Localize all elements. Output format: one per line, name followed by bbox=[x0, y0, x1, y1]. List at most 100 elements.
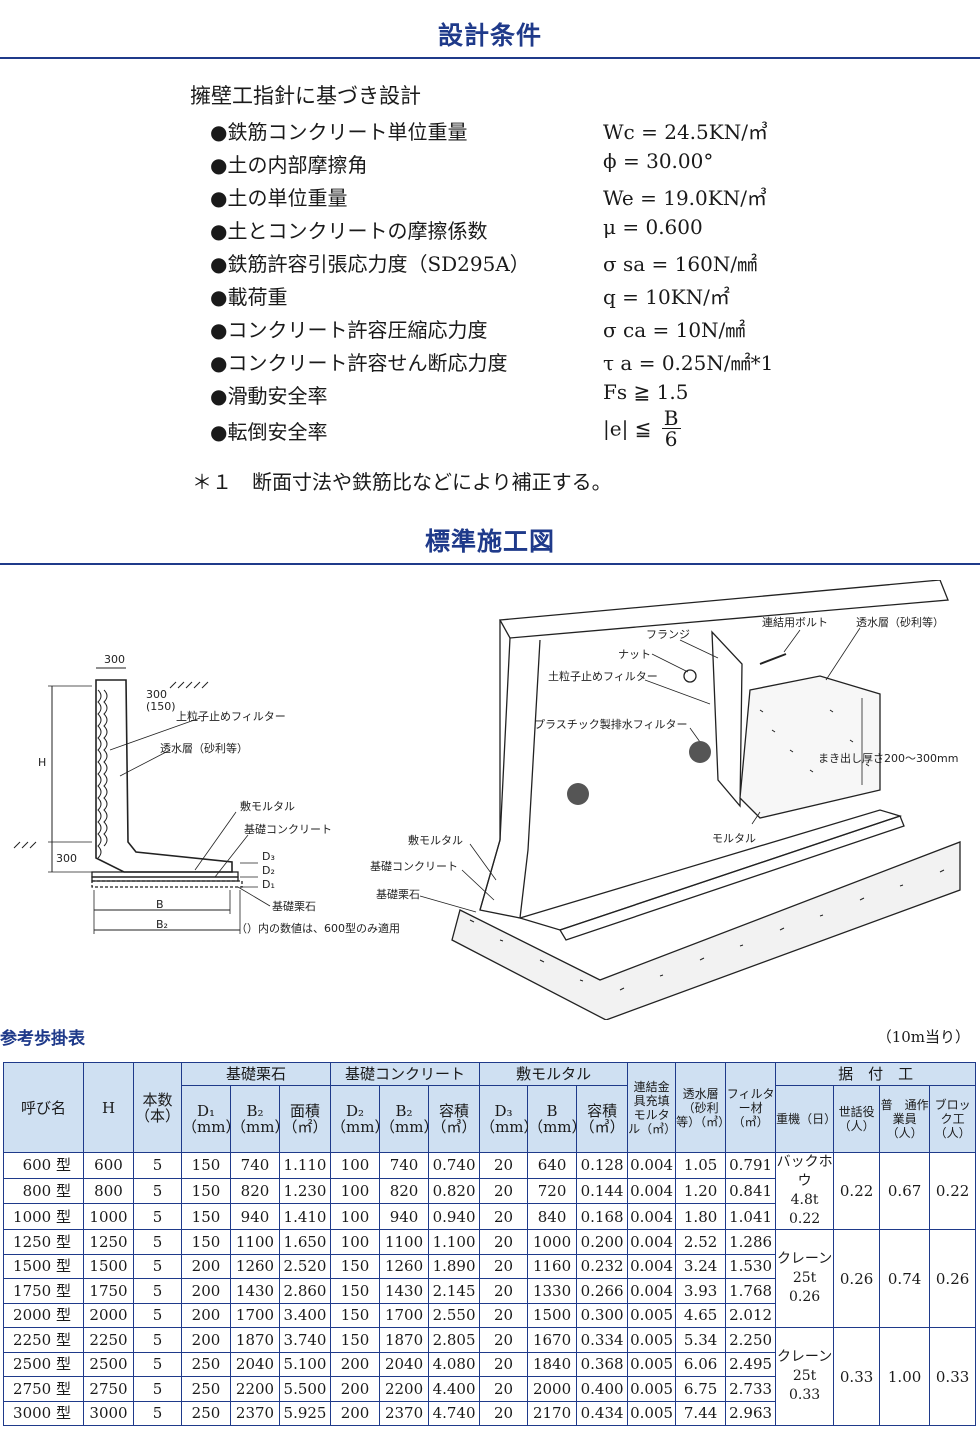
cell-H: 2000 bbox=[83, 1302, 134, 1328]
cell-n: 5 bbox=[133, 1177, 182, 1205]
cell-d2: 150 bbox=[330, 1253, 381, 1279]
retaining-wall-section bbox=[95, 679, 233, 873]
condition-value: ϕ = 30.00° bbox=[603, 149, 714, 173]
cell-b2c: 1100 bbox=[379, 1229, 430, 1255]
bolt-icon bbox=[759, 653, 787, 665]
wall-front-edge bbox=[479, 620, 501, 911]
mortar-strip bbox=[559, 815, 905, 941]
cell-H: 800 bbox=[83, 1177, 134, 1205]
condition-label: ●鉄筋コンクリート単位重量 bbox=[210, 120, 468, 144]
cell-filt: 1.768 bbox=[725, 1278, 777, 1304]
header-concrete: 基礎コンクリート bbox=[330, 1062, 481, 1086]
cell-area: 5.100 bbox=[278, 1351, 332, 1377]
cell-H: 3000 bbox=[83, 1400, 134, 1426]
cell-area: 3.400 bbox=[278, 1302, 332, 1328]
machine-days: 0.22 bbox=[789, 1211, 821, 1227]
label-thickness: まき出し厚さ200～300mm bbox=[818, 751, 958, 765]
fraction-denominator: 6 bbox=[664, 427, 678, 451]
cell-name: 2000 型 bbox=[3, 1302, 84, 1328]
condition-label: ●コンクリート許容圧縮応力度 bbox=[210, 318, 488, 342]
cell-filt: 2.012 bbox=[725, 1302, 777, 1328]
condition-value: σ ca = 10N/㎟ bbox=[603, 318, 746, 342]
condition-row: ●土とコンクリートの摩擦係数 μ = 0.600 bbox=[210, 215, 830, 247]
table-unit: （10m当り） bbox=[876, 1028, 970, 1046]
cell-block: 0.26 bbox=[929, 1229, 977, 1328]
header-volume: 容積（㎥） bbox=[576, 1085, 629, 1153]
drawing-title-rule bbox=[0, 563, 980, 565]
cell-area: 1.230 bbox=[278, 1177, 332, 1205]
cell-perm: 1.80 bbox=[675, 1203, 727, 1230]
label-gravel: 基礎栗石 bbox=[272, 900, 316, 913]
cell-b: 2000 bbox=[527, 1376, 578, 1402]
cell-helper: 0.26 bbox=[833, 1229, 881, 1328]
condition-value: Fs ≧ 1.5 bbox=[603, 380, 689, 404]
condition-row: ●コンクリート許容圧縮応力度 σ ca = 10N/㎟ bbox=[210, 314, 830, 346]
condition-value: |e| ≦ B 6 bbox=[603, 408, 681, 449]
cell-b2: 2200 bbox=[230, 1376, 280, 1402]
leader-line bbox=[461, 869, 495, 901]
fraction: B 6 bbox=[661, 408, 681, 451]
condition-row: ●転倒安全率 |e| ≦ B 6 bbox=[210, 408, 830, 458]
wall-top-edge bbox=[498, 580, 949, 639]
cell-b2c: 1870 bbox=[379, 1327, 430, 1353]
cell-d3: 20 bbox=[479, 1253, 529, 1279]
cell-b2: 820 bbox=[230, 1177, 280, 1205]
cell-d2: 200 bbox=[330, 1400, 381, 1426]
cell-H: 1250 bbox=[83, 1229, 134, 1255]
leader-line bbox=[825, 627, 861, 681]
cell-b2: 1870 bbox=[230, 1327, 280, 1353]
cell-b2c: 2370 bbox=[379, 1400, 430, 1426]
cell-vm: 0.334 bbox=[576, 1327, 629, 1353]
machine-days: 0.33 bbox=[789, 1387, 821, 1403]
cell-b: 840 bbox=[527, 1203, 578, 1230]
cell-d1: 200 bbox=[181, 1278, 231, 1304]
cell-perm: 6.06 bbox=[675, 1351, 727, 1377]
leader-line bbox=[651, 653, 689, 673]
cell-vc: 0.740 bbox=[428, 1152, 481, 1179]
condition-row: ●滑動安全率 Fs ≧ 1.5 bbox=[210, 380, 830, 412]
cell-d3: 20 bbox=[479, 1152, 529, 1179]
cell-perm: 7.44 bbox=[675, 1400, 727, 1426]
cell-d1: 150 bbox=[181, 1203, 231, 1230]
header-b: B（mm） bbox=[527, 1085, 587, 1153]
cell-vc: 0.940 bbox=[428, 1203, 481, 1230]
cell-filt: 1.041 bbox=[725, 1203, 777, 1230]
cell-d1: 200 bbox=[181, 1302, 231, 1328]
filter-discs bbox=[567, 741, 711, 805]
label-mortar-top: モルタル bbox=[712, 832, 756, 845]
cell-filt: 0.791 bbox=[725, 1152, 777, 1179]
cell-b2: 1100 bbox=[230, 1229, 280, 1255]
cell-d3: 20 bbox=[479, 1177, 529, 1205]
cell-n: 5 bbox=[133, 1253, 182, 1279]
condition-label: ●土とコンクリートの摩擦係数 bbox=[210, 219, 488, 243]
label-d3: D₃ bbox=[262, 850, 275, 863]
cell-perm: 2.52 bbox=[675, 1229, 727, 1255]
cell-worker: 0.67 bbox=[879, 1152, 931, 1230]
leader-line bbox=[119, 749, 171, 777]
cell-n: 5 bbox=[133, 1376, 182, 1402]
cell-b: 1160 bbox=[527, 1253, 578, 1279]
backfill-block bbox=[739, 675, 881, 819]
cell-block: 0.22 bbox=[929, 1152, 977, 1230]
cell-b2c: 2200 bbox=[379, 1376, 430, 1402]
backfill-texture bbox=[759, 709, 870, 773]
cell-block: 0.33 bbox=[929, 1327, 977, 1426]
cell-perm: 4.65 bbox=[675, 1302, 727, 1328]
cell-vc: 4.080 bbox=[428, 1351, 481, 1377]
cell-perm: 3.24 bbox=[675, 1253, 727, 1279]
cell-d2: 100 bbox=[330, 1177, 381, 1205]
cell-area: 5.500 bbox=[278, 1376, 332, 1402]
header-worker: 普 通作業員（人） bbox=[879, 1085, 931, 1153]
condition-row: ●載荷重 q = 10KN/㎡ bbox=[210, 281, 830, 313]
header-volume: 容積（㎥） bbox=[428, 1085, 481, 1153]
cell-fit: 0.004 bbox=[627, 1278, 677, 1304]
filter-disc-icon bbox=[567, 783, 589, 805]
condition-row: ●鉄筋コンクリート単位重量 Wc = 24.5KN/㎥ bbox=[210, 116, 830, 148]
cell-H: 2250 bbox=[83, 1327, 134, 1353]
